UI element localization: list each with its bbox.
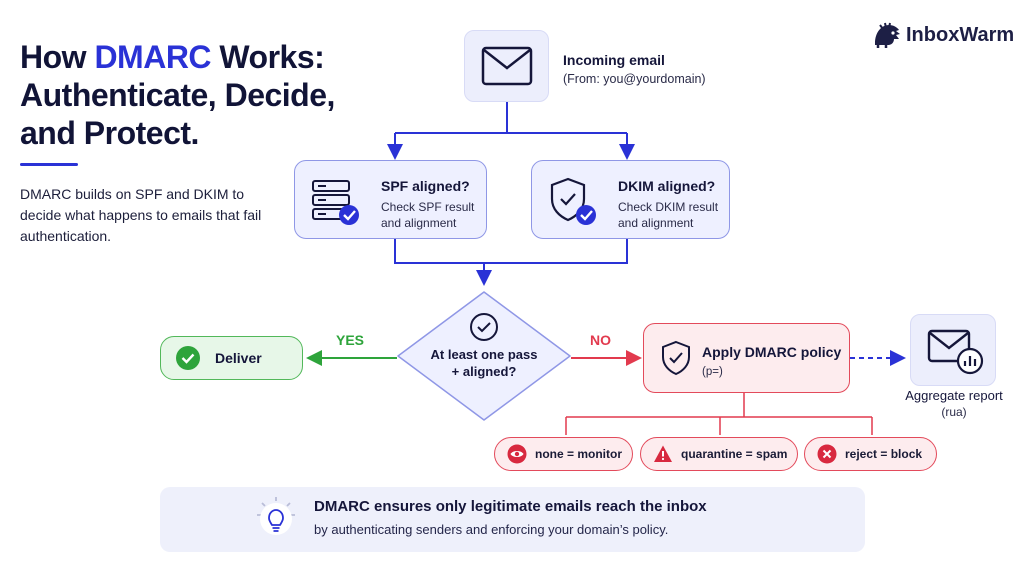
policy-quarantine-label: quarantine = spam	[681, 447, 788, 461]
spf-description: Check SPF result and alignment	[381, 200, 475, 230]
dkim-title: DKIM aligned?	[618, 178, 716, 194]
x-circle-icon	[817, 444, 837, 464]
banner-title: DMARC ensures only legitimate emails rea…	[314, 498, 707, 515]
policy-title: Apply DMARC policy	[702, 344, 842, 360]
check-circle-icon	[176, 346, 200, 370]
aggregate-report-tile	[910, 314, 996, 386]
summary-banner: DMARC ensures only legitimate emails rea…	[160, 487, 865, 552]
decision-diamond	[397, 291, 571, 421]
incoming-email-from: (From: you@yourdomain)	[563, 72, 706, 86]
policy-reject-pill: reject = block	[804, 437, 937, 471]
dkim-check-box: DKIM aligned? Check DKIM result and alig…	[531, 160, 730, 239]
title-divider	[20, 163, 78, 166]
connector-policy-split	[565, 393, 873, 435]
policy-quarantine-pill: quarantine = spam	[640, 437, 798, 471]
intro-text: DMARC builds on SPF and DKIM to decide w…	[20, 186, 262, 244]
server-check-icon	[312, 180, 359, 225]
shield-check-icon	[662, 340, 690, 376]
policy-none-pill: none = monitor	[494, 437, 633, 471]
yes-label: YES	[336, 332, 365, 348]
policy-reject-label: reject = block	[845, 447, 923, 461]
connector-checks-merge	[394, 239, 628, 282]
lightbulb-icon	[257, 497, 295, 535]
report-envelope-icon	[927, 329, 984, 375]
aggregate-report-title: Aggregate report	[905, 388, 1003, 403]
brand-logo: InboxWarm	[872, 20, 1014, 50]
spf-title: SPF aligned?	[381, 178, 470, 194]
connector-incoming-split	[394, 102, 628, 155]
incoming-email-tile	[464, 30, 549, 102]
banner-subtitle: by authenticating senders and enforcing …	[314, 522, 669, 537]
shield-check-icon	[550, 177, 596, 225]
deliver-box: Deliver	[160, 336, 303, 380]
policy-none-label: none = monitor	[535, 447, 622, 461]
aggregate-report-rua: (rua)	[941, 405, 967, 419]
no-label: NO	[590, 332, 611, 348]
eye-icon	[507, 444, 527, 464]
envelope-icon	[481, 46, 532, 86]
title-highlight: DMARC	[94, 39, 212, 75]
apply-policy-box: Apply DMARC policy (p=)	[643, 323, 850, 393]
incoming-email-title: Incoming email	[563, 52, 665, 68]
spf-check-box: SPF aligned? Check SPF result and alignm…	[294, 160, 487, 239]
page-title: How DMARC Works: Authenticate, Decide, a…	[20, 39, 335, 151]
brand-name: InboxWarm	[906, 23, 1015, 46]
dkim-description: Check DKIM result and alignment	[618, 200, 719, 230]
warning-icon	[654, 445, 672, 462]
decision-check-icon	[470, 313, 498, 341]
policy-subtitle: (p=)	[702, 366, 723, 378]
hedgehog-logo-icon	[875, 22, 900, 48]
deliver-label: Deliver	[215, 350, 262, 366]
decision-question: At least one pass + aligned?	[430, 347, 538, 379]
